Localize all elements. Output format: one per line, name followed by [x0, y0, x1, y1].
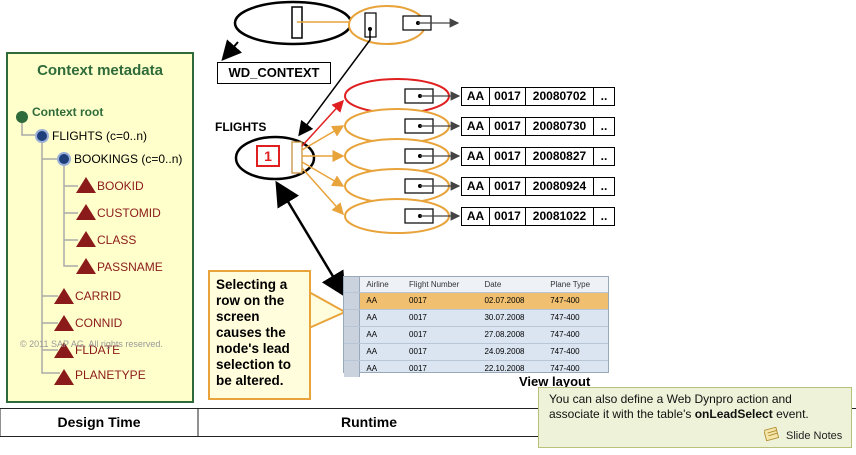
tree-attr-fldate: FLDATE	[75, 343, 121, 357]
table-row[interactable]: AA 0017 02.07.2008 747-400	[344, 292, 608, 309]
design-time-label: Design Time	[57, 414, 141, 430]
flights-node-icon	[35, 129, 49, 143]
bookid-attribute-icon	[76, 177, 96, 193]
cell-plane-type: 747-400	[550, 313, 580, 322]
cell-date: 30.07.2008	[484, 313, 525, 322]
cell-flight-number: 0017	[409, 313, 427, 322]
fldate-attribute-icon	[54, 342, 74, 358]
bookings-node-icon	[57, 152, 71, 166]
tree-attr-customid: CUSTOMID	[97, 206, 161, 220]
column-header-plane-type[interactable]: Plane Type	[550, 280, 591, 289]
binding-arrow	[275, 180, 346, 298]
cell-airline: AA	[366, 347, 378, 356]
tree-attr-planetype: PLANETYPE	[75, 368, 146, 382]
bottom-divider-lower	[0, 436, 540, 437]
cell-plane-type: 747-400	[550, 364, 580, 373]
cell-airline: AA	[366, 364, 378, 373]
tree-attr-bookid: BOOKID	[97, 179, 144, 193]
cell-plane-type: 747-400	[550, 296, 580, 305]
tree-flights-node: FLIGHTS (c=0..n)	[52, 129, 148, 143]
cell-date: 22.10.2008	[484, 364, 525, 373]
context-root-icon	[16, 111, 28, 123]
cell-flight-number: 0017	[409, 330, 427, 339]
cell-airline: AA	[366, 296, 378, 305]
carrid-attribute-icon	[54, 288, 74, 304]
slide-notes-button[interactable]: Slide Notes	[786, 430, 843, 442]
customid-attribute-icon	[76, 204, 96, 220]
column-header-date[interactable]: Date	[484, 280, 502, 289]
table-row[interactable]: AA 0017 27.08.2008 747-400	[344, 326, 608, 343]
row-selector[interactable]	[344, 361, 361, 377]
flights-node-label: FLIGHTS	[215, 120, 267, 134]
bottom-divider	[0, 408, 856, 409]
cell-date: 27.08.2008	[484, 330, 525, 339]
flight-record-1: AA 0017 20080702 ..	[461, 87, 615, 106]
slide-notes-panel: You can also define a Web Dynpro action …	[538, 387, 852, 448]
tree-attr-carrid: CARRID	[75, 289, 122, 303]
row-selector[interactable]	[344, 327, 361, 343]
runtime-label: Runtime	[341, 414, 397, 430]
callout-pointer	[308, 291, 348, 329]
view-layout-label: View layout	[519, 374, 591, 389]
cell-plane-type: 747-400	[550, 347, 580, 356]
context-metadata-title: Context metadata	[37, 62, 163, 79]
row-selector[interactable]	[344, 310, 361, 326]
context-metadata-panel: Context metadata	[6, 52, 194, 403]
lead-selection-box	[256, 145, 280, 167]
cell-date: 24.09.2008	[484, 347, 525, 356]
tree-attr-passname: PASSNAME	[97, 260, 163, 274]
cell-plane-type: 747-400	[550, 330, 580, 339]
table-row[interactable]: AA 0017 24.09.2008 747-400	[344, 343, 608, 360]
cell-flight-number: 0017	[409, 296, 427, 305]
cell-flight-number: 0017	[409, 364, 427, 373]
cell-date: 02.07.2008	[484, 296, 525, 305]
slide-notes-event: onLeadSelect	[694, 407, 773, 421]
row-selector[interactable]	[344, 293, 361, 309]
column-header-airline[interactable]: Airline	[366, 280, 389, 289]
flight-record-3: AA 0017 20080827 ..	[461, 147, 615, 166]
flight-record-4: AA 0017 20080924 ..	[461, 177, 615, 196]
cell-airline: AA	[366, 313, 378, 322]
table-row[interactable]: AA 0017 30.07.2008 747-400	[344, 309, 608, 326]
slide-notes-text-end: event.	[772, 407, 809, 421]
tree-context-root: Context root	[32, 105, 104, 119]
copyright-text: © 2011 SAP AG. All rights reserved.	[20, 339, 163, 349]
slide-notes-icon[interactable]	[764, 426, 782, 442]
tree-bookings-node: BOOKINGS (c=0..n)	[74, 152, 183, 166]
lead-selection-index: 1	[264, 148, 272, 164]
lead-selection-callout: Selecting a row on the screen causes the…	[208, 270, 311, 400]
tree-attr-connid: CONNID	[75, 316, 123, 330]
flight-record-5: AA 0017 20081022 ..	[461, 207, 615, 226]
class-attribute-icon	[76, 231, 96, 247]
row-selector-header	[344, 277, 361, 292]
passname-attribute-icon	[76, 258, 96, 274]
cell-flight-number: 0017	[409, 347, 427, 356]
slide-notes-text: You can also define a Web Dynpro action …	[549, 392, 792, 421]
tree-attr-class: CLASS	[97, 233, 137, 247]
table-row[interactable]: AA 0017 22.10.2008 747-400	[344, 360, 608, 377]
row-selector[interactable]	[344, 344, 361, 360]
wd-context-label: WD_CONTEXT	[217, 62, 331, 84]
cell-airline: AA	[366, 330, 378, 339]
flights-table: Airline Flight Number Date Plane Type AA…	[343, 276, 609, 377]
column-header-flight-number[interactable]: Flight Number	[409, 280, 460, 289]
tree-lines	[21, 117, 78, 374]
planetype-attribute-icon	[54, 369, 74, 385]
table-header-row: Airline Flight Number Date Plane Type	[344, 277, 608, 292]
flight-record-2: AA 0017 20080730 ..	[461, 117, 615, 136]
connid-attribute-icon	[54, 315, 74, 331]
